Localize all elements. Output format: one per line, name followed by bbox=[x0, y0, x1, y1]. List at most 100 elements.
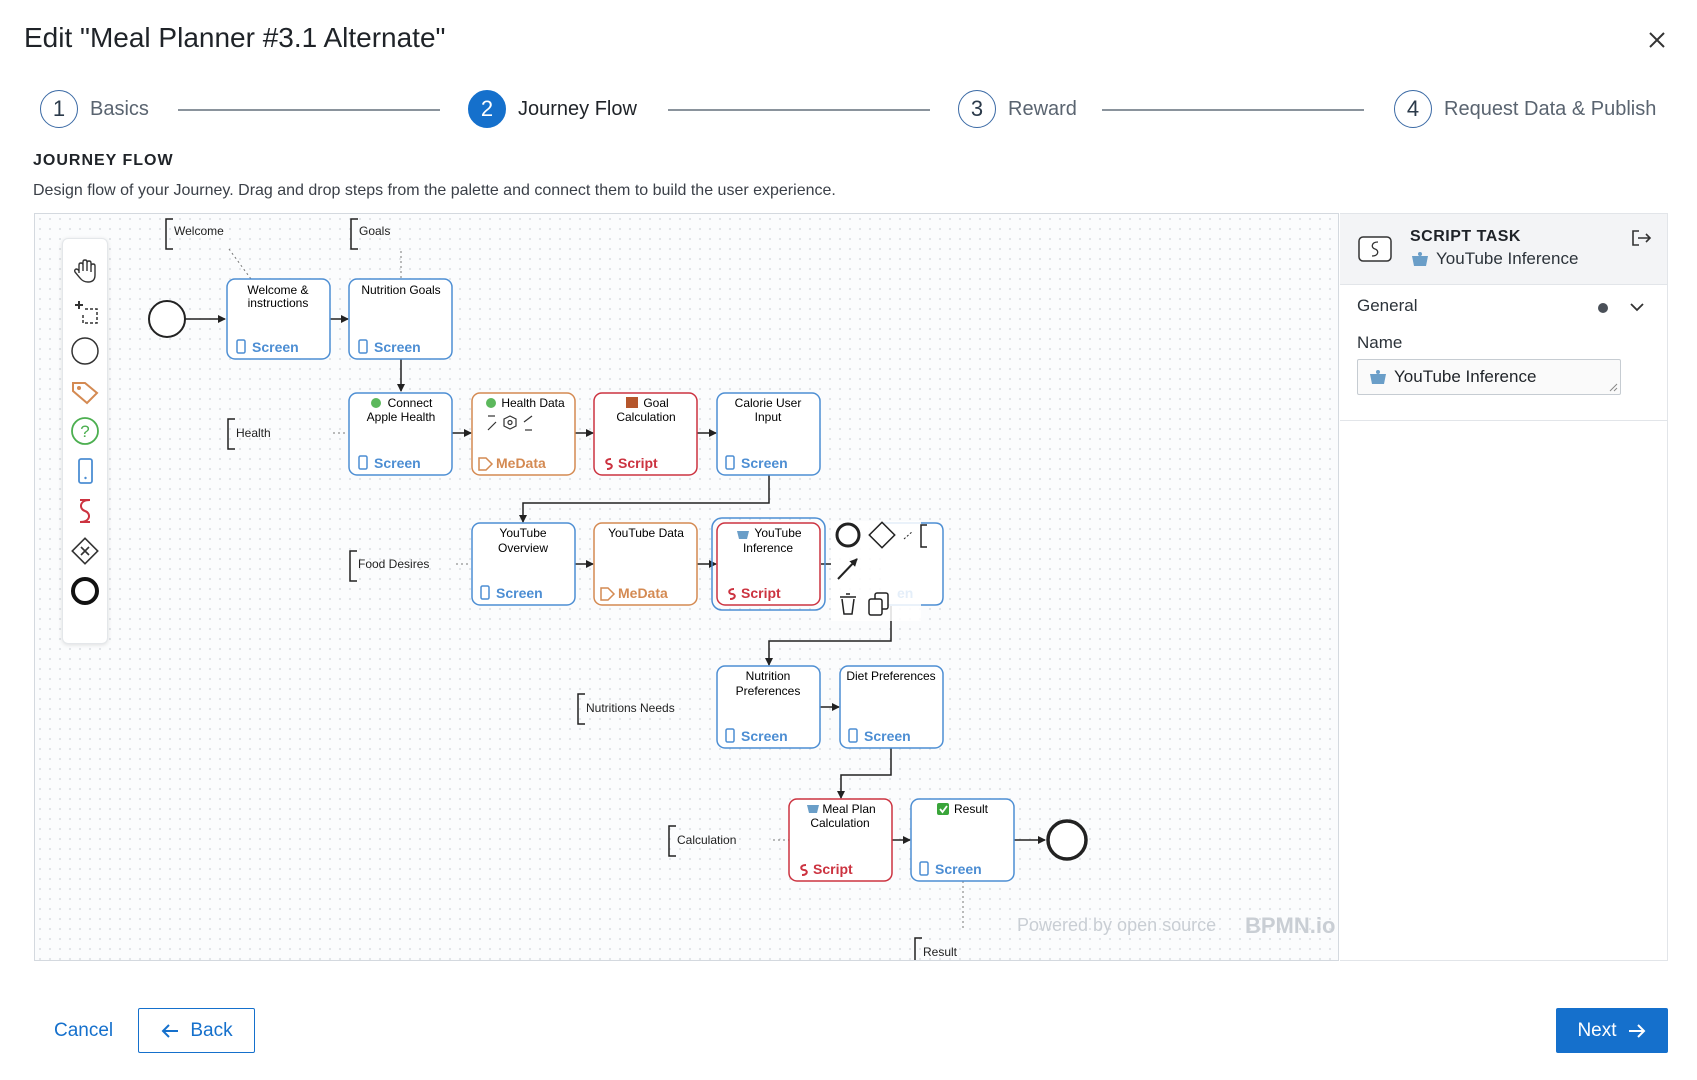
task-kind: Script bbox=[618, 455, 658, 471]
end-event-icon[interactable] bbox=[69, 575, 101, 607]
task-label-line2: Input bbox=[755, 410, 782, 424]
cancel-button[interactable]: Cancel bbox=[54, 1020, 114, 1041]
task-meal-plan-calculation[interactable]: Meal Plan Calculation Script bbox=[788, 798, 893, 882]
script-icon bbox=[605, 458, 613, 470]
context-pad bbox=[831, 521, 927, 621]
name-field-value: YouTube Inference bbox=[1394, 367, 1537, 386]
group-general-header[interactable]: General bbox=[1357, 296, 1418, 315]
annotation-food-desires[interactable]: Food Desires bbox=[358, 557, 429, 571]
step-label: Journey Flow bbox=[518, 97, 637, 120]
task-connect-apple-health[interactable]: Connect Apple Health Screen bbox=[348, 392, 453, 476]
element-name-text: YouTube Inference bbox=[1436, 249, 1579, 268]
arrow-left-icon bbox=[161, 1023, 179, 1038]
stepper: 1 Basics 2 Journey Flow 3 Reward 4 Reque… bbox=[40, 90, 1660, 134]
step-basics[interactable]: 1 Basics bbox=[40, 90, 149, 128]
copy-icon[interactable] bbox=[868, 592, 889, 616]
step-label: Request Data & Publish bbox=[1444, 97, 1657, 120]
chevron-down-icon[interactable] bbox=[1628, 298, 1646, 316]
task-nutrition-preferences[interactable]: Nutrition Preferences Screen bbox=[716, 665, 821, 749]
task-label-line1: YouTube bbox=[754, 526, 801, 540]
task-diet-preferences[interactable]: Diet Preferences Screen bbox=[839, 665, 944, 749]
back-button-label: Back bbox=[190, 1019, 233, 1041]
sequence-flows bbox=[185, 315, 1046, 844]
hand-tool-icon[interactable] bbox=[69, 255, 101, 287]
apple-icon bbox=[486, 398, 496, 408]
robot-icon bbox=[1370, 370, 1386, 384]
append-gateway-icon[interactable] bbox=[868, 521, 896, 549]
task-label-line2: Calculation bbox=[616, 410, 675, 424]
task-goal-calculation[interactable]: Goal Calculation Script bbox=[593, 392, 698, 476]
tool-palette: ? bbox=[62, 238, 108, 644]
robot-icon bbox=[1412, 252, 1428, 266]
bpmn-canvas[interactable]: Welcome Goals Health Food Desires Nutrit… bbox=[34, 213, 1339, 961]
task-kind: Screen bbox=[496, 585, 543, 601]
close-icon[interactable] bbox=[1645, 28, 1669, 52]
tag-icon bbox=[478, 457, 494, 471]
step-connector bbox=[1102, 109, 1364, 111]
end-event[interactable] bbox=[1046, 819, 1088, 861]
annotation-result[interactable]: Result bbox=[923, 945, 958, 959]
start-event-icon[interactable] bbox=[69, 335, 101, 367]
bpmn-io-logo[interactable]: BPMN.io bbox=[1245, 913, 1335, 938]
task-label-line2: Preferences bbox=[736, 684, 801, 698]
task-calorie-user-input[interactable]: Calorie User Input Screen bbox=[716, 392, 821, 476]
annotation-welcome[interactable]: Welcome bbox=[174, 224, 224, 238]
task-youtube-overview[interactable]: YouTube Overview Screen bbox=[471, 522, 576, 606]
task-label-line1: Diet Preferences bbox=[846, 669, 935, 683]
task-youtube-data[interactable]: YouTube Data MeData bbox=[593, 522, 698, 606]
step-number: 1 bbox=[40, 90, 78, 128]
task-youtube-inference[interactable]: YouTube Inference Script bbox=[711, 517, 826, 611]
task-welcome-instructions[interactable]: Welcome & instructions Screen bbox=[226, 278, 331, 360]
task-label-line1: Connect bbox=[388, 396, 433, 410]
task-label-line1: Welcome & bbox=[247, 283, 308, 297]
annotation-nutritions-needs[interactable]: Nutritions Needs bbox=[586, 701, 675, 715]
tag-icon bbox=[600, 587, 616, 601]
task-label-line2: Calculation bbox=[810, 816, 869, 830]
append-end-event-icon[interactable] bbox=[835, 522, 861, 548]
step-reward[interactable]: 3 Reward bbox=[958, 90, 1077, 128]
task-label-line2: Inference bbox=[743, 541, 793, 555]
name-field[interactable]: YouTube Inference bbox=[1357, 359, 1621, 395]
element-type: SCRIPT TASK bbox=[1410, 228, 1521, 245]
step-connector bbox=[668, 109, 930, 111]
question-task-icon[interactable]: ? bbox=[69, 415, 101, 447]
task-label-line1: Health Data bbox=[501, 396, 565, 410]
abacus-icon bbox=[626, 397, 638, 408]
script-task-icon[interactable] bbox=[69, 495, 101, 527]
next-button[interactable]: Next bbox=[1556, 1008, 1668, 1053]
task-label-line1: Nutrition Goals bbox=[361, 283, 440, 297]
task-kind: MeData bbox=[618, 585, 668, 601]
task-health-data[interactable]: Health Data MeData bbox=[471, 392, 576, 476]
annotation-calculation[interactable]: Calculation bbox=[677, 833, 736, 847]
powered-by-text: Powered by open source bbox=[1017, 915, 1216, 935]
bpmn-diagram: Welcome Goals Health Food Desires Nutrit… bbox=[148, 218, 1335, 960]
step-request-data-publish[interactable]: 4 Request Data & Publish bbox=[1394, 90, 1656, 128]
arrow-right-icon bbox=[1628, 1023, 1645, 1038]
task-result[interactable]: Result Screen bbox=[910, 798, 1015, 882]
trash-icon[interactable] bbox=[840, 593, 856, 615]
screen-task-icon[interactable] bbox=[69, 455, 101, 487]
robot-icon bbox=[737, 531, 749, 539]
back-button[interactable]: Back bbox=[138, 1008, 255, 1053]
start-event[interactable] bbox=[148, 300, 186, 338]
annotation-brackets bbox=[165, 218, 922, 960]
task-label-line2: Apple Health bbox=[367, 410, 436, 424]
annotation-goals[interactable]: Goals bbox=[359, 224, 390, 238]
resize-handle-icon[interactable] bbox=[1608, 382, 1618, 392]
task-kind: Screen bbox=[741, 728, 788, 744]
section-title: JOURNEY FLOW bbox=[33, 152, 174, 169]
connect-arrow-icon[interactable] bbox=[837, 558, 858, 580]
collapse-panel-icon[interactable] bbox=[1630, 228, 1652, 248]
annotation-health[interactable]: Health bbox=[236, 426, 271, 440]
task-label-line2: instructions bbox=[248, 296, 309, 310]
task-nutrition-goals[interactable]: Nutrition Goals Screen bbox=[348, 278, 453, 360]
associations bbox=[228, 248, 964, 931]
lasso-tool-icon[interactable] bbox=[69, 295, 101, 327]
script-icon bbox=[800, 864, 808, 876]
tag-task-icon[interactable] bbox=[69, 375, 101, 407]
task-kind: MeData bbox=[496, 455, 546, 471]
phone-icon bbox=[358, 455, 368, 470]
gateway-icon[interactable] bbox=[69, 535, 101, 567]
step-journey-flow[interactable]: 2 Journey Flow bbox=[468, 90, 637, 128]
svg-text:?: ? bbox=[80, 422, 89, 441]
